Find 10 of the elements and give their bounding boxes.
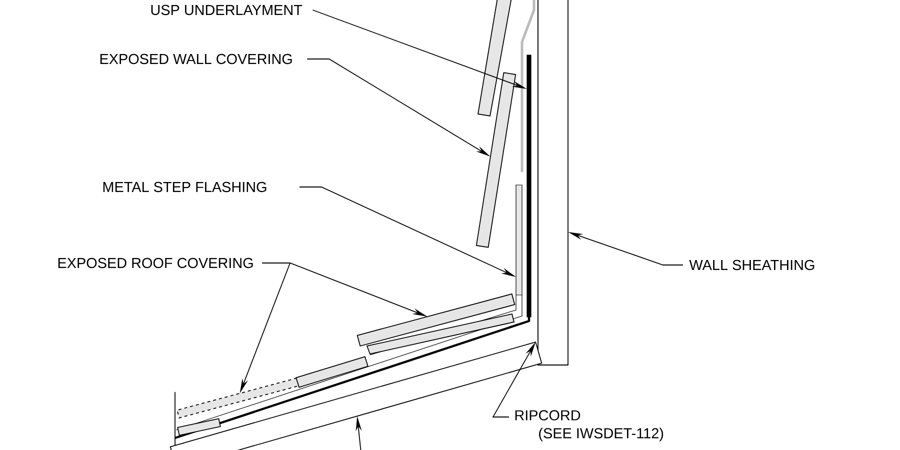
callout-label: METAL STEP FLASHING (103, 182, 266, 192)
membrane-strip (516, 184, 522, 296)
board (177, 418, 221, 436)
callout-label: EXPOSED ROOF COVERING (58, 258, 253, 268)
callout-label: WALL SHEATHING (689, 260, 814, 270)
callout-label: EXPOSED WALL COVERING (100, 54, 292, 64)
callout-label: USP UNDERLAYMENT (151, 4, 302, 16)
board (296, 356, 368, 388)
board (538, 0, 568, 366)
callout-label: RIPCORD (SEE IWSDET-112) (515, 410, 664, 442)
